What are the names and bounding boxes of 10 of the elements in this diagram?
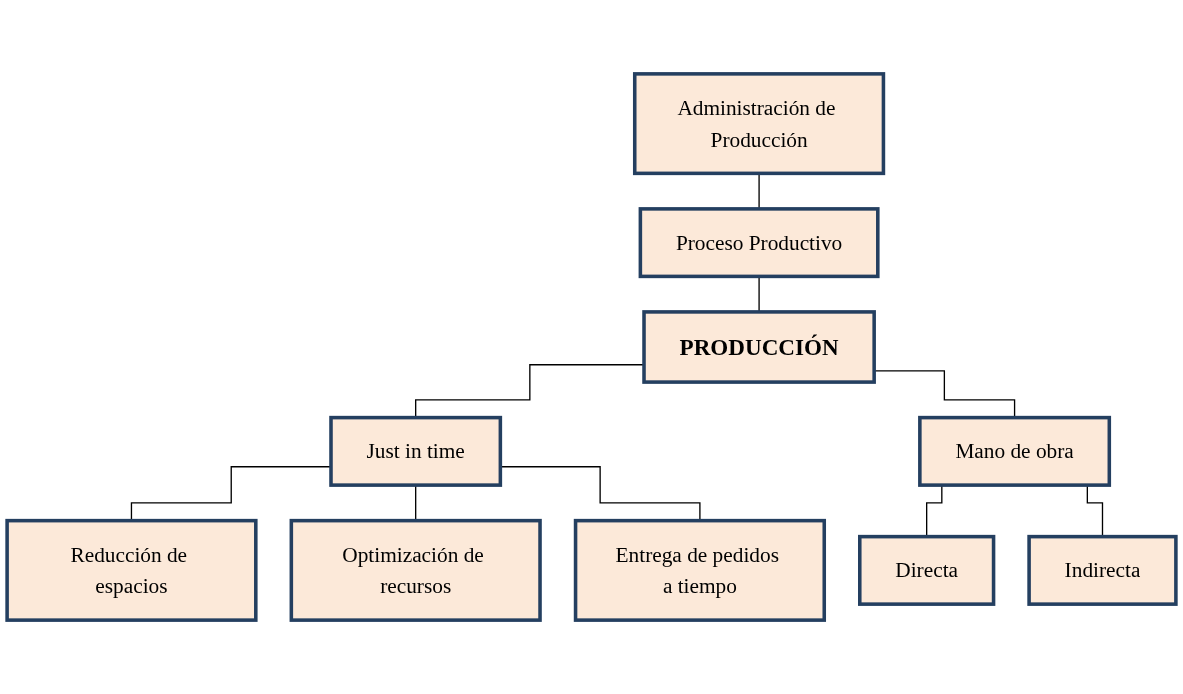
node-box: Proceso Productivo	[638, 207, 880, 279]
node-box: Directa	[858, 534, 996, 606]
node-box: Mano de obra	[918, 415, 1112, 487]
node-box: Entrega de pedidos a tiempo	[573, 518, 827, 622]
node-box: PRODUCCIÓN	[642, 310, 876, 384]
node-box: Administración de Producción	[632, 72, 886, 176]
node-box: Just in time	[329, 415, 503, 487]
node-box: Optimización de recursos	[289, 518, 542, 622]
node-box: Indirecta	[1027, 534, 1178, 606]
node-box: Reducción de espacios	[5, 518, 258, 622]
